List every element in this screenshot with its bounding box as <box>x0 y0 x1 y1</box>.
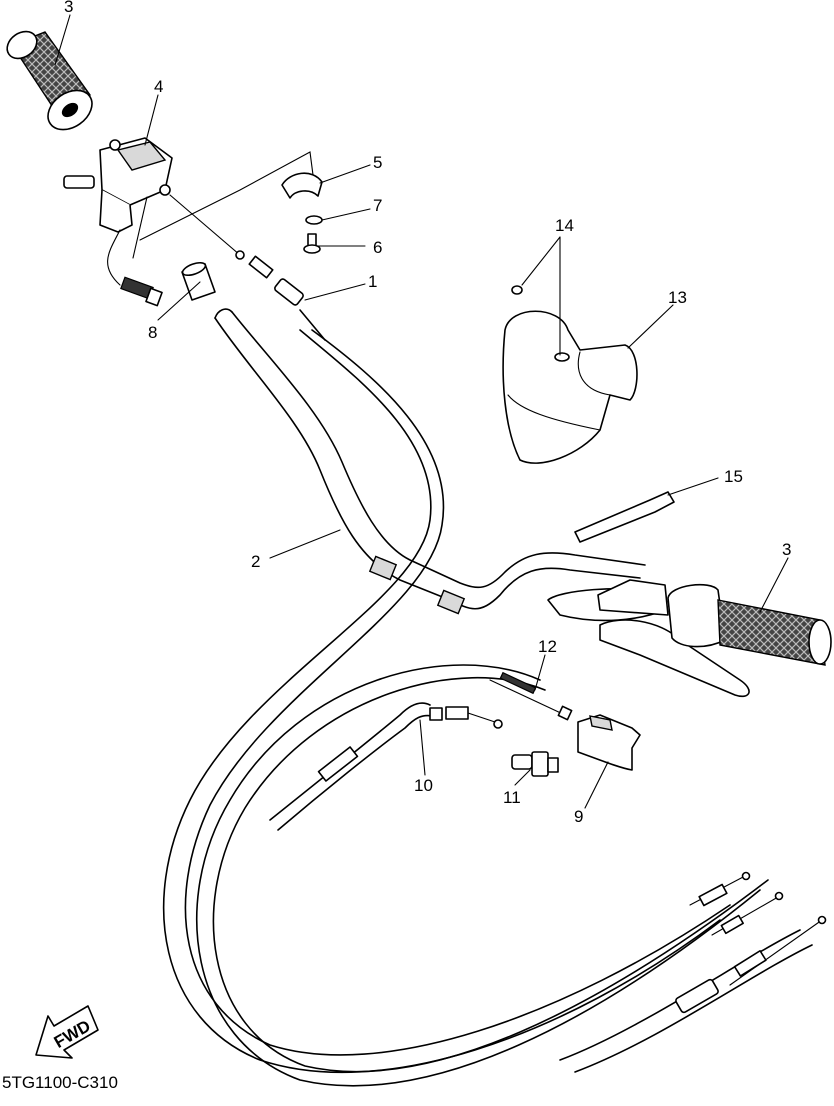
left-grip <box>6 30 93 131</box>
fwd-arrow-icon: FWD <box>35 1005 99 1059</box>
callout-14: 14 <box>555 216 574 235</box>
handlebar-cover <box>502 285 638 464</box>
callout-1: 1 <box>368 272 377 291</box>
cable-end-fittings <box>675 871 827 1014</box>
callout-13: 13 <box>668 288 687 307</box>
callout-12: 12 <box>538 637 557 656</box>
cable-fittings-1 <box>169 194 326 341</box>
callout-4: 4 <box>154 77 163 96</box>
cable-tie <box>574 491 675 543</box>
cable-10 <box>269 702 503 831</box>
callout-15: 15 <box>724 467 743 486</box>
handlebar <box>214 308 646 615</box>
callout-6: 6 <box>373 238 382 257</box>
holder-9 <box>577 714 641 771</box>
callout-3-right: 3 <box>782 540 791 559</box>
diagram-code: 5TG1100-C310 <box>2 1073 118 1092</box>
callout-9: 9 <box>574 807 583 826</box>
callout-11: 11 <box>503 788 521 807</box>
callout-3-left: 3 <box>64 0 73 16</box>
callout-7: 7 <box>373 196 382 215</box>
clamp-parts <box>281 172 323 254</box>
callout-8: 8 <box>148 323 157 342</box>
cable-12 <box>489 671 573 721</box>
callout-labels: 3 4 5 7 6 1 8 14 13 15 2 3 12 10 11 9 <box>64 0 791 826</box>
throttle-housing <box>63 137 314 307</box>
leader-lines <box>54 14 789 809</box>
callout-5: 5 <box>373 153 382 172</box>
callout-10: 10 <box>414 776 433 795</box>
cable-loops <box>162 329 813 1087</box>
callout-2: 2 <box>251 552 260 571</box>
adjuster-11 <box>511 751 559 777</box>
right-lever-assembly <box>547 579 832 698</box>
